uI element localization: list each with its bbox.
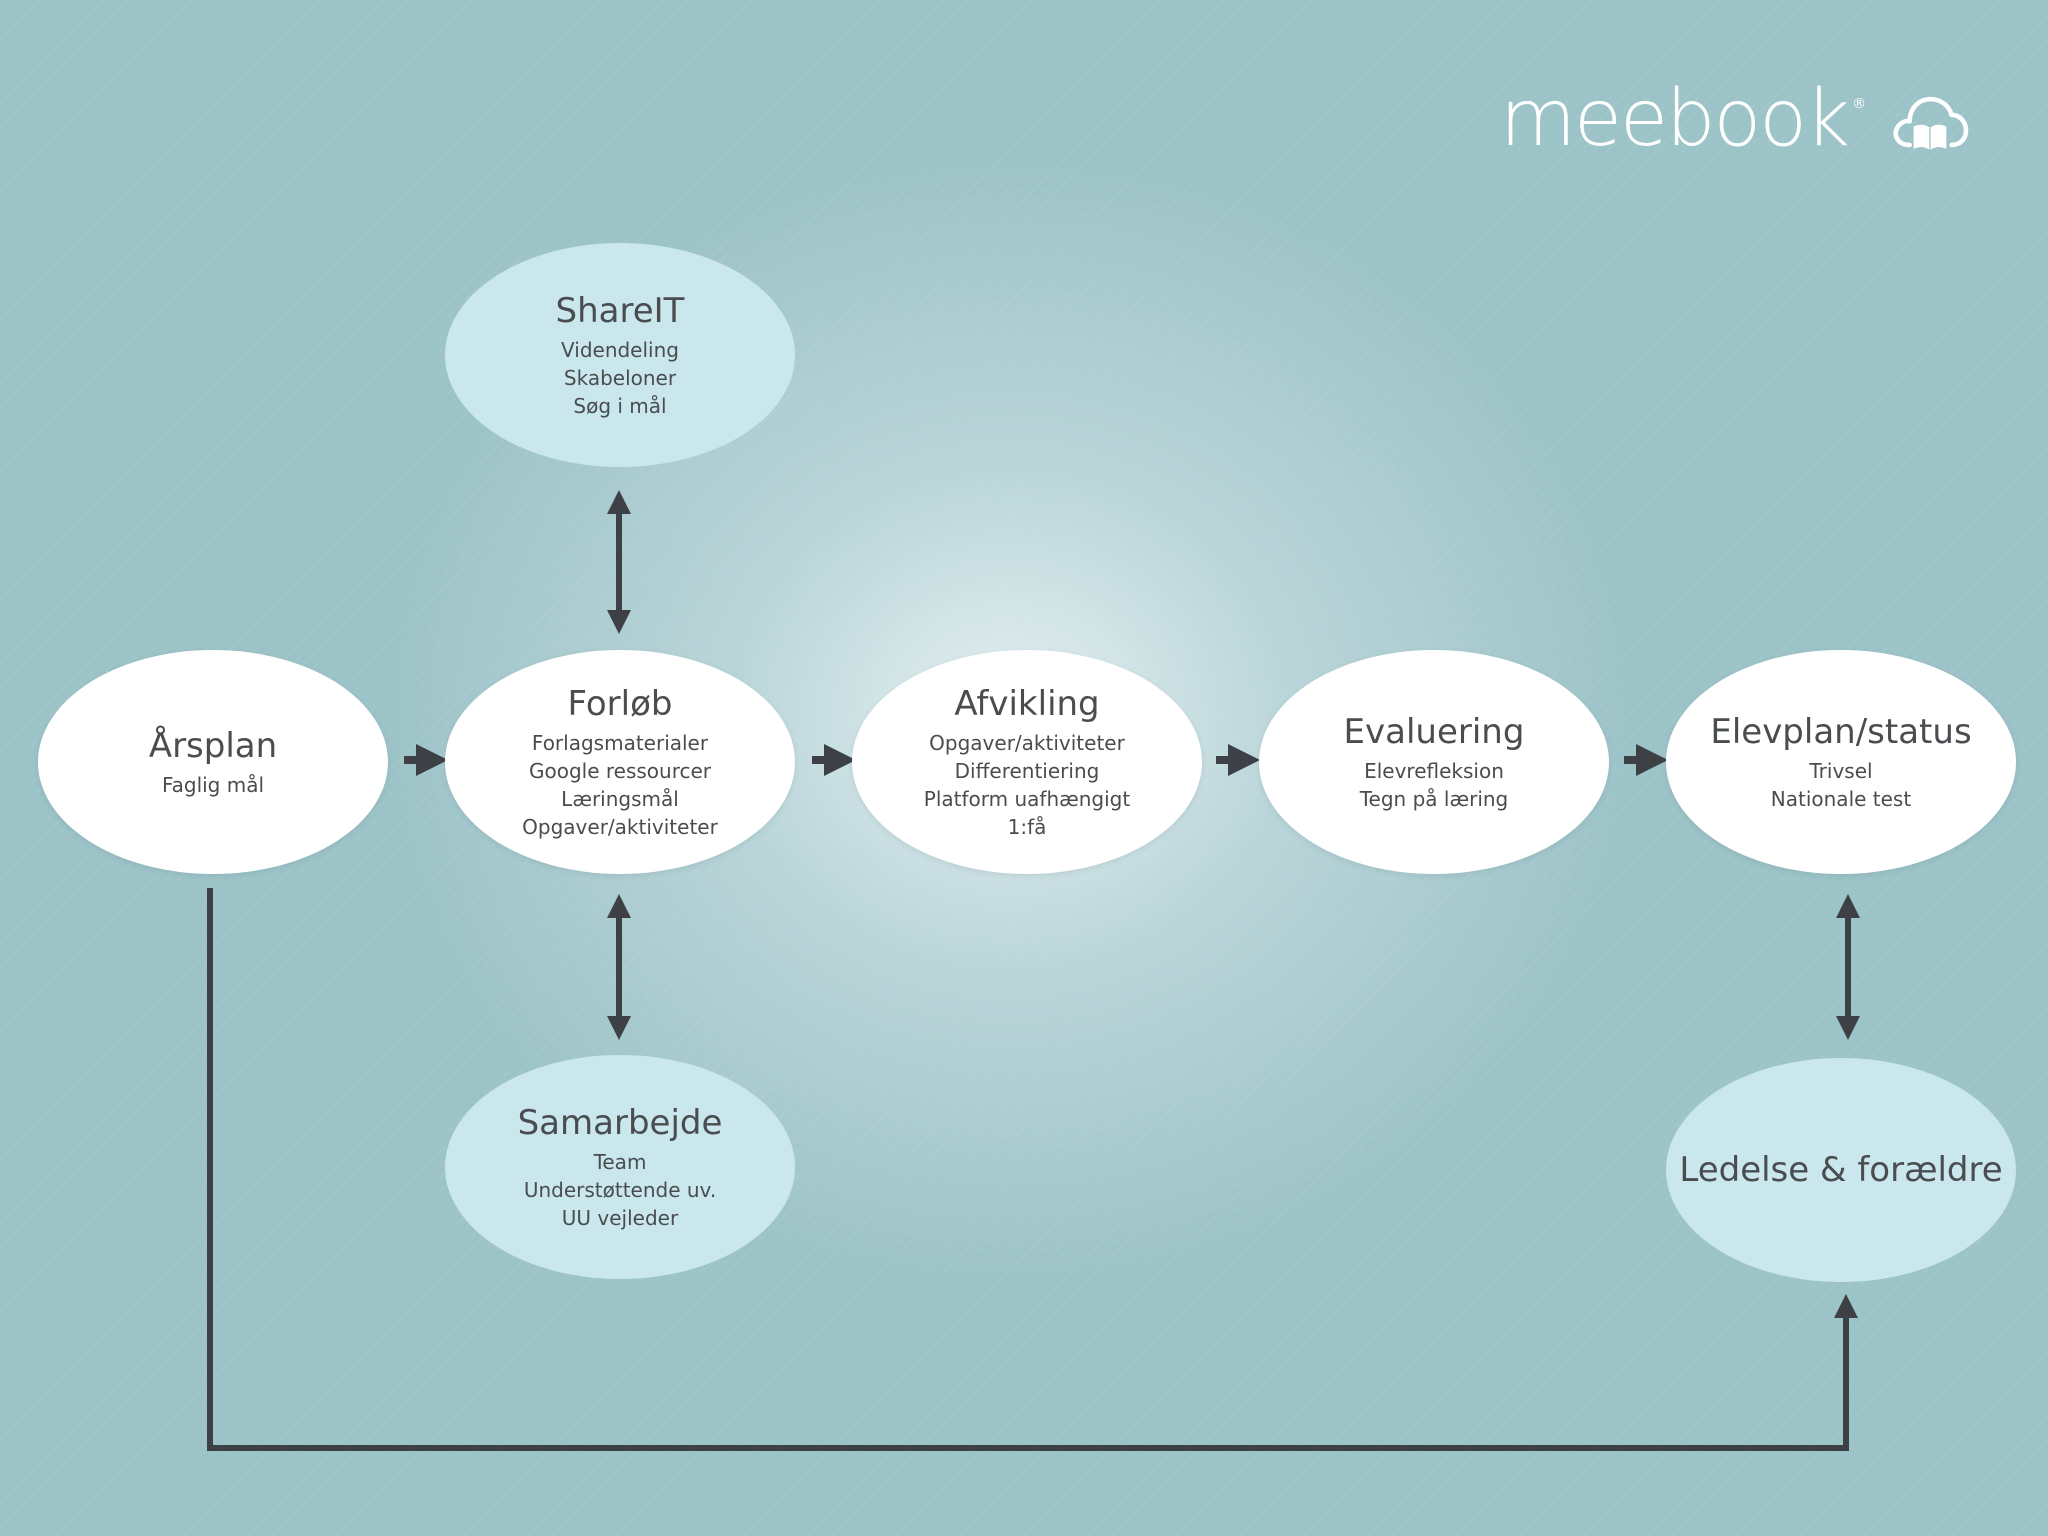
node-evaluering-title: Evaluering <box>1343 712 1525 752</box>
node-elevplan-title: Elevplan/status <box>1710 712 1972 752</box>
node-shareit-item: Skabeloner <box>563 366 677 390</box>
node-elevplan-item: Nationale test <box>1770 787 1912 811</box>
node-afvikling-item: Differentiering <box>954 759 1100 783</box>
node-forlob-item: Opgaver/aktiviteter <box>522 815 718 839</box>
node-shareit-title: ShareIT <box>555 291 685 331</box>
arrow-arsplan-to-ledelse <box>207 888 1858 1451</box>
node-afvikling-title: Afvikling <box>954 684 1100 724</box>
node-evaluering-item: Tegn på læring <box>1359 787 1509 811</box>
node-samarbejde-item: Understøttende uv. <box>523 1178 717 1202</box>
cloud-book-icon <box>1893 96 1969 151</box>
node-forlob: Forløb Forlagsmaterialer Google ressourc… <box>445 650 795 874</box>
brand-name: meebook <box>1500 74 1850 164</box>
node-shareit-item: Søg i mål <box>573 394 667 418</box>
node-forlob-title: Forløb <box>567 684 673 724</box>
node-elevplan: Elevplan/status Trivsel Nationale test <box>1666 650 2016 874</box>
node-forlob-item: Forlagsmaterialer <box>531 731 709 755</box>
node-evaluering: Evaluering Elevrefleksion Tegn på læring <box>1259 650 1609 874</box>
node-ledelse: Ledelse & forældre <box>1666 1058 2016 1282</box>
node-evaluering-item: Elevrefleksion <box>1364 759 1504 783</box>
node-arsplan-item: Faglig mål <box>161 773 265 797</box>
node-afvikling-item: Opgaver/aktiviteter <box>929 731 1125 755</box>
node-samarbejde: Samarbejde Team Understøttende uv. UU ve… <box>445 1055 795 1279</box>
node-forlob-item: Google ressourcer <box>528 759 712 783</box>
node-samarbejde-item: Team <box>593 1150 647 1174</box>
node-samarbejde-item: UU vejleder <box>561 1206 679 1230</box>
node-afvikling-item: 1:få <box>1007 815 1047 839</box>
node-arsplan: Årsplan Faglig mål <box>38 650 388 874</box>
node-arsplan-title: Årsplan <box>148 726 278 766</box>
node-ledelse-title: Ledelse & forældre <box>1679 1150 2003 1190</box>
registered-mark: ® <box>1852 96 1867 112</box>
node-shareit: ShareIT Videndeling Skabeloner Søg i mål <box>445 243 795 467</box>
node-afvikling-item: Platform uafhængigt <box>923 787 1131 811</box>
meebook-logo: meebook ® <box>1500 68 1970 178</box>
node-shareit-item: Videndeling <box>561 338 679 362</box>
node-samarbejde-title: Samarbejde <box>517 1103 723 1143</box>
node-afvikling: Afvikling Opgaver/aktiviteter Differenti… <box>852 650 1202 874</box>
node-forlob-item: Læringsmål <box>561 787 679 811</box>
node-elevplan-item: Trivsel <box>1809 759 1873 783</box>
